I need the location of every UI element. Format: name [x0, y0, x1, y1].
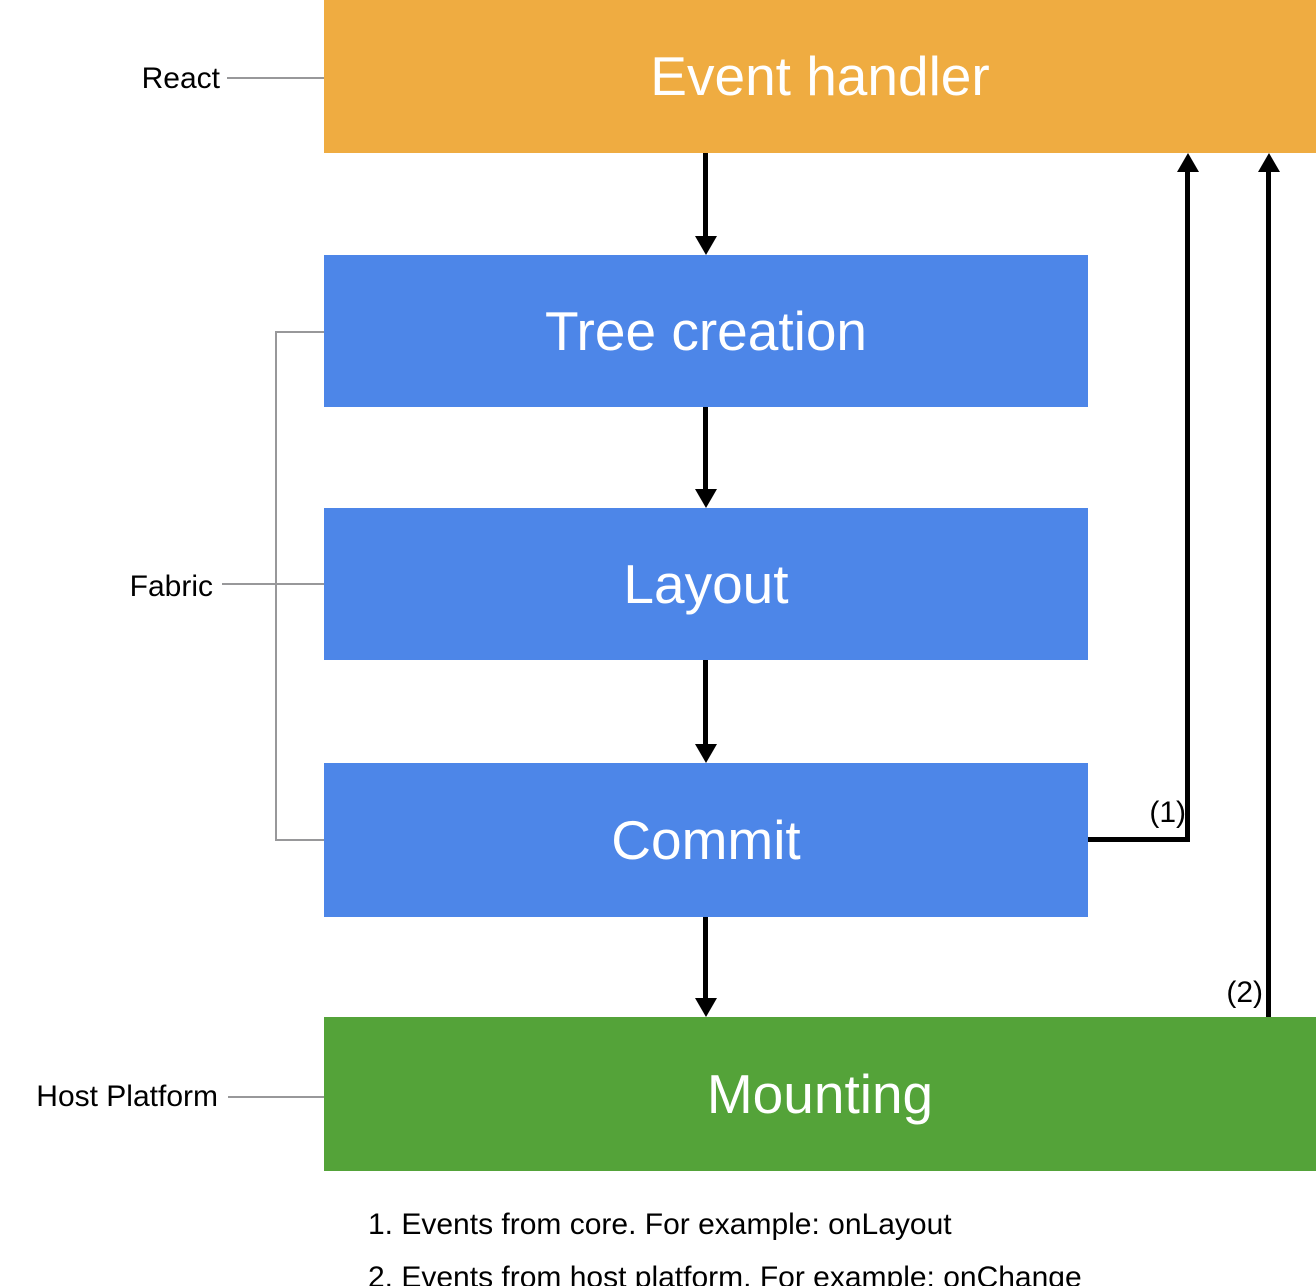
tree-creation-box: Tree creation — [324, 255, 1088, 407]
react-group-label: React — [141, 62, 220, 95]
footnote-1: 1. Events from core. For example: onLayo… — [368, 1208, 952, 1241]
arrow-up-icon — [1258, 153, 1280, 172]
arrow-commit-feedback-hline — [1088, 837, 1190, 842]
fabric-bracket-vline — [275, 331, 277, 841]
layout-box: Layout — [324, 508, 1088, 660]
commit-box: Commit — [324, 763, 1088, 917]
footnotes: 1. Events from core. For example: onLayo… — [368, 1198, 1082, 1286]
arrow-commit-feedback-vline — [1185, 170, 1190, 842]
arrow-down-icon — [695, 744, 717, 763]
arrow-commit-to-mounting-line — [703, 917, 708, 999]
commit-label: Commit — [611, 808, 801, 871]
tree-creation-label: Tree creation — [545, 299, 867, 362]
host-platform-group-label: Host Platform — [36, 1080, 218, 1113]
arrow-down-icon — [695, 489, 717, 508]
arrow-down-icon — [695, 998, 717, 1017]
arrow-up-icon — [1177, 153, 1199, 172]
fabric-bracket-top-stub — [275, 331, 324, 333]
react-connector-line — [227, 77, 324, 79]
event-handler-label: Event handler — [650, 45, 990, 107]
fabric-connector-line — [222, 583, 324, 585]
callout-2-label: (2) — [1226, 976, 1263, 1009]
fabric-group-label: Fabric — [129, 570, 213, 603]
footnote-2: 2. Events from host platform. For exampl… — [368, 1261, 1082, 1286]
mounting-label: Mounting — [706, 1062, 934, 1125]
arrow-tree-to-layout-line — [703, 407, 708, 491]
arrow-down-icon — [695, 236, 717, 255]
host-platform-connector-line — [228, 1096, 324, 1098]
arrow-mounting-feedback-vline — [1266, 170, 1271, 1017]
layout-label: Layout — [623, 552, 789, 615]
event-handler-box: Event handler — [324, 0, 1316, 153]
fabric-bracket-bottom-stub — [275, 839, 324, 841]
mounting-box: Mounting — [324, 1017, 1316, 1171]
callout-1-label: (1) — [1149, 796, 1186, 829]
arrow-layout-to-commit-line — [703, 660, 708, 745]
arrow-event-to-tree-line — [703, 153, 708, 238]
